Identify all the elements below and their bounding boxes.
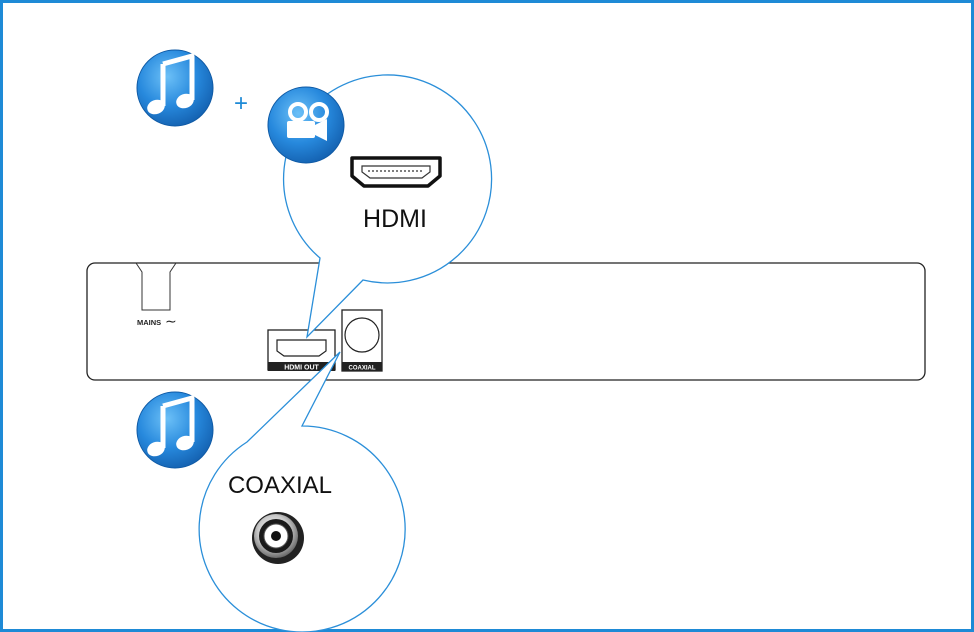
coaxial-jack-icon: [252, 512, 304, 564]
music-note-icon: [136, 49, 214, 127]
coaxial-callout: COAXIAL: [198, 351, 406, 632]
mains-symbol: ∼: [165, 313, 177, 329]
panel-outline: [86, 262, 926, 381]
hdmi-callout-label: HDMI: [363, 205, 427, 233]
hdmi-connector-icon: [350, 156, 442, 188]
video-camera-icon: [267, 86, 345, 164]
hdmi-out-port: HDMI OUT: [267, 329, 336, 372]
coaxial-port-label: COAXIAL: [349, 366, 376, 372]
device-back-panel: MAINS ∼ HDMI OUT COAXIAL: [86, 262, 926, 381]
coaxial-callout-label: COAXIAL: [228, 472, 332, 499]
music-note-icon: [136, 391, 214, 469]
mains-label: MAINS: [137, 318, 161, 327]
mains-socket: [135, 262, 177, 311]
coaxial-callout-bubble: [198, 351, 406, 632]
coaxial-port: COAXIAL: [341, 309, 383, 372]
hdmi-out-label: HDMI OUT: [284, 365, 319, 372]
plus-sign: +: [234, 90, 248, 117]
